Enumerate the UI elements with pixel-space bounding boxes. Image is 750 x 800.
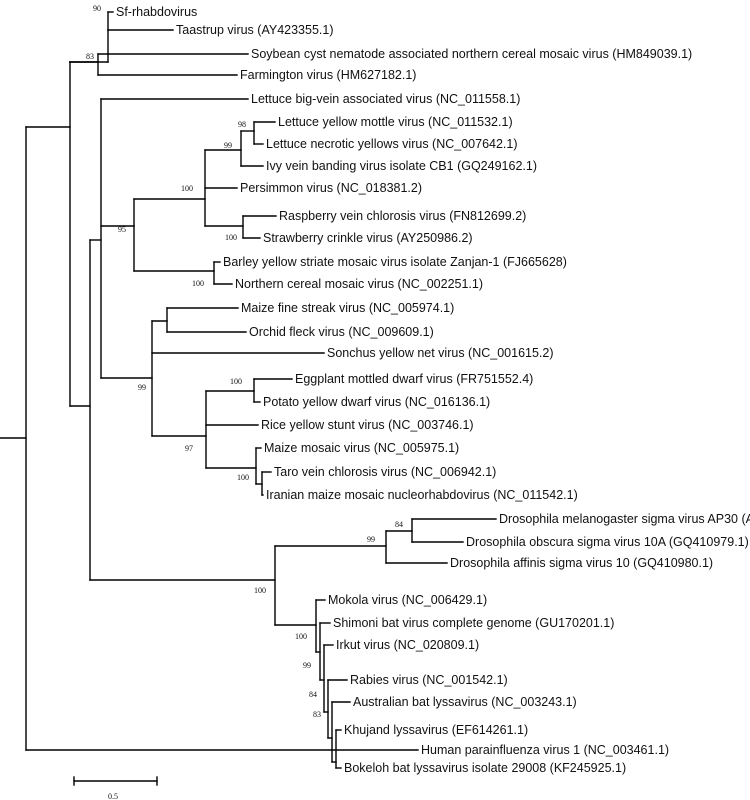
tip-label: Australian bat lyssavirus (NC_003243.1) <box>353 695 577 709</box>
bootstrap-values: 90 83 98 99 100 100 95 100 100 99 100 97… <box>86 4 403 719</box>
tip-label: Drosophila affinis sigma virus 10 (GQ410… <box>450 556 713 570</box>
tip-label: Human parainfluenza virus 1 (NC_003461.1… <box>421 743 669 757</box>
tip-label: Farmington virus (HM627182.1) <box>240 68 416 82</box>
tip-label: Lettuce big-vein associated virus (NC_01… <box>251 92 520 106</box>
tip-label: Rabies virus (NC_001542.1) <box>350 673 508 687</box>
bootstrap-value: 97 <box>185 444 193 453</box>
bootstrap-value: 83 <box>86 52 94 61</box>
tip-label: Orchid fleck virus (NC_009609.1) <box>249 325 434 339</box>
tip-label: Taro vein chlorosis virus (NC_006942.1) <box>274 465 496 479</box>
tip-label: Sf-rhabdovirus <box>116 5 197 19</box>
tip-label: Lettuce necrotic yellows virus (NC_00764… <box>266 137 518 151</box>
bootstrap-value: 84 <box>309 690 317 699</box>
tip-label: Strawberry crinkle virus (AY250986.2) <box>263 231 473 245</box>
tip-label: Northern cereal mosaic virus (NC_002251.… <box>235 277 483 291</box>
tree-branches <box>0 11 497 769</box>
tip-label: Lettuce yellow mottle virus (NC_011532.1… <box>278 115 513 129</box>
tip-label: Rice yellow stunt virus (NC_003746.1) <box>261 418 474 432</box>
bootstrap-value: 100 <box>254 586 266 595</box>
bootstrap-value: 99 <box>224 141 232 150</box>
bootstrap-value: 100 <box>230 377 242 386</box>
bootstrap-value: 98 <box>238 120 246 129</box>
scale-bar: 0.5 <box>73 776 158 800</box>
tip-label: Khujand lyssavirus (EF614261.1) <box>344 723 528 737</box>
tip-label: Taastrup virus (AY423355.1) <box>176 23 334 37</box>
bootstrap-value: 90 <box>93 4 101 13</box>
tip-label: Iranian maize mosaic nucleorhabdovirus (… <box>266 488 578 502</box>
tip-label: Drosophila melanogaster sigma virus AP30… <box>499 512 750 526</box>
tip-label: Shimoni bat virus complete genome (GU170… <box>333 616 614 630</box>
tip-label: Eggplant mottled dwarf virus (FR751552.4… <box>295 372 533 386</box>
bootstrap-value: 100 <box>225 233 237 242</box>
bootstrap-value: 95 <box>118 225 126 234</box>
tip-label: Drosophila obscura sigma virus 10A (GQ41… <box>466 535 749 549</box>
bootstrap-value: 100 <box>192 279 204 288</box>
bootstrap-value: 99 <box>138 383 146 392</box>
tip-label: Soybean cyst nematode associated norther… <box>251 47 692 61</box>
scale-bar-label: 0.5 <box>108 792 118 800</box>
tip-label: Maize mosaic virus (NC_005975.1) <box>264 441 459 455</box>
bootstrap-value: 100 <box>181 184 193 193</box>
bootstrap-value: 84 <box>395 520 403 529</box>
tip-label: Sonchus yellow net virus (NC_001615.2) <box>327 346 554 360</box>
bootstrap-value: 99 <box>303 661 311 670</box>
bootstrap-value: 83 <box>313 710 321 719</box>
tip-label: Persimmon virus (NC_018381.2) <box>240 181 422 195</box>
bootstrap-value: 100 <box>295 632 307 641</box>
tip-label: Maize fine streak virus (NC_005974.1) <box>241 301 454 315</box>
tip-label: Ivy vein banding virus isolate CB1 (GQ24… <box>266 159 537 173</box>
tip-label: Barley yellow striate mosaic virus isola… <box>223 255 567 269</box>
tip-label: Irkut virus (NC_020809.1) <box>336 638 479 652</box>
tip-label: Potato yellow dwarf virus (NC_016136.1) <box>263 395 490 409</box>
tip-label: Raspberry vein chlorosis virus (FN812699… <box>279 209 526 223</box>
bootstrap-value: 100 <box>237 473 249 482</box>
bootstrap-value: 99 <box>367 535 375 544</box>
tip-label: Mokola virus (NC_006429.1) <box>328 593 487 607</box>
tip-label: Bokeloh bat lyssavirus isolate 29008 (KF… <box>344 761 626 775</box>
tip-labels: Sf-rhabdovirus Taastrup virus (AY423355.… <box>116 5 750 775</box>
